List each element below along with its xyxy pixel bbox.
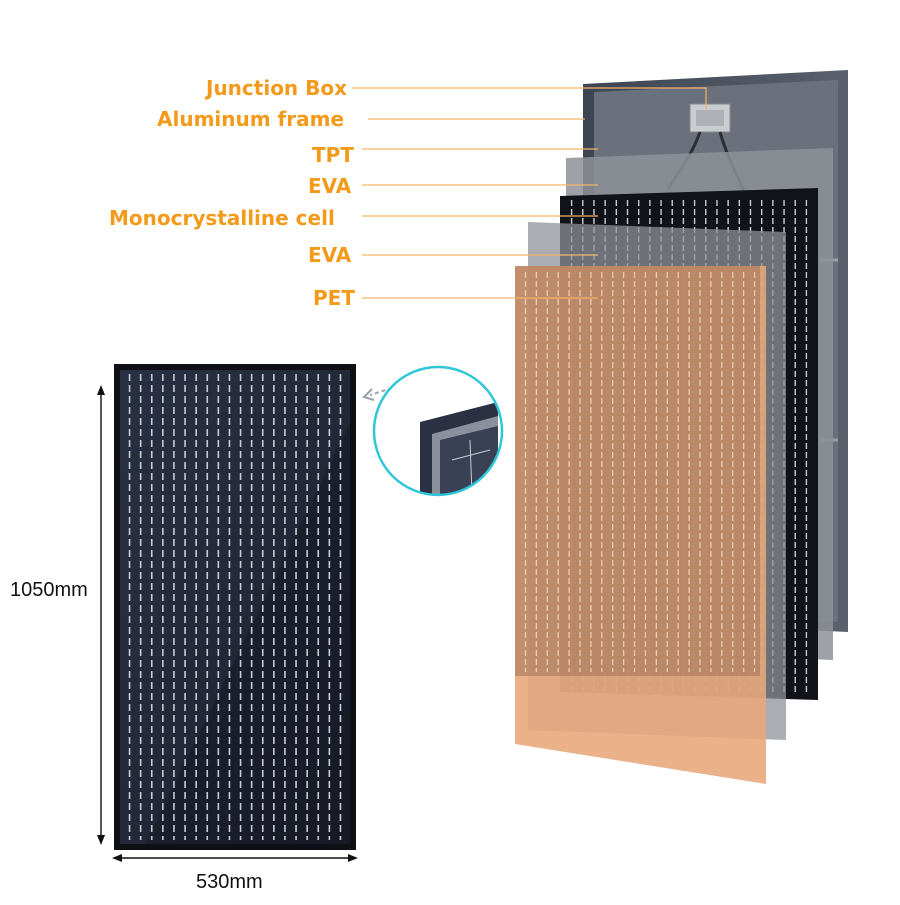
solar-panel-front bbox=[114, 364, 356, 850]
label-tpt: TPT bbox=[312, 143, 354, 167]
label-monocrystalline-cell: Monocrystalline cell bbox=[109, 206, 335, 230]
height-dimension-arrow bbox=[97, 385, 105, 845]
width-dimension-label: 530mm bbox=[196, 871, 263, 893]
width-dimension-arrow bbox=[112, 854, 358, 862]
frame-closeup bbox=[372, 365, 504, 497]
label-eva-front: EVA bbox=[308, 243, 352, 267]
height-dimension-label: 1050mm bbox=[10, 579, 88, 601]
label-aluminum-frame: Aluminum frame bbox=[157, 107, 345, 131]
label-junction-box: Junction Box bbox=[206, 76, 348, 100]
label-eva-back: EVA bbox=[308, 174, 352, 198]
label-pet: PET bbox=[313, 286, 355, 310]
leader-lines bbox=[352, 87, 707, 299]
